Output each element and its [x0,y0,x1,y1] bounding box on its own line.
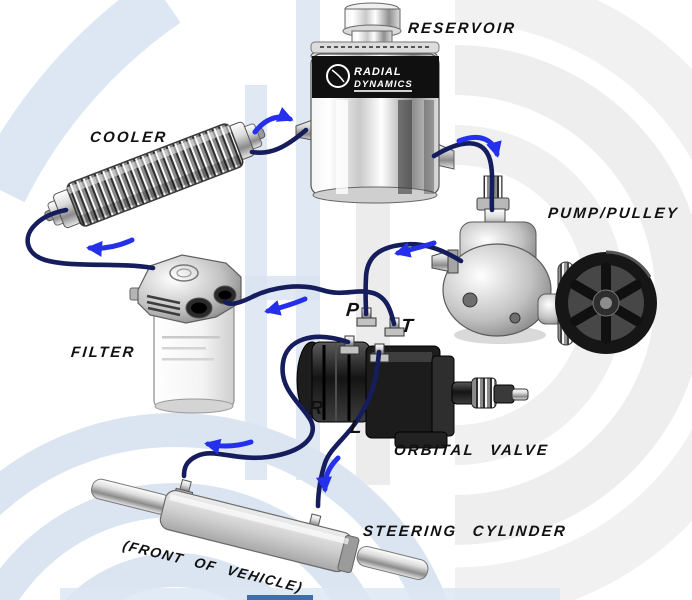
watermark-arc-gray [454,0,692,600]
hose-t-port-to-filter [222,284,397,327]
highlight [336,100,348,194]
cooler-image [44,121,266,229]
flow-arrow-to-reservoir [252,107,294,135]
reservoir-image: RADIAL DYNAMICS [295,2,455,204]
hoses [25,127,495,509]
filter-port-bore [218,290,232,300]
cylinder-right-rod [356,545,429,580]
watermark-bottom-strip [60,588,560,600]
head-rib [147,306,181,317]
bolt [462,292,478,308]
brand-logo-icon [326,64,350,88]
cylinder-collar [337,534,360,574]
watermark-bottom-accent [247,595,313,600]
canister-base [154,398,234,414]
shading [424,100,434,194]
pulley-hub-nut [600,297,612,309]
label-port-l: L [349,417,363,438]
label-filter: FILTER [70,344,137,361]
label-port-t: T [400,316,414,337]
highlight [66,125,232,195]
watermark-arc-gray [454,45,692,545]
hose-cooler-to-reservoir [249,127,309,155]
label-line [162,347,206,350]
flow-arrows [86,107,502,493]
brand-logo-swirl [331,69,345,83]
filter-image [129,254,242,414]
base [312,186,438,204]
label-orbital-valve: ORBITAL VALVE [393,442,550,459]
hose-filter-to-cooler [25,207,156,271]
cooler-fins [66,123,244,227]
highlight [169,494,350,545]
shadow [77,154,244,225]
flow-arrow-to-p-port [394,240,437,258]
valve-end-plate [431,355,455,437]
label-port-p: P [345,300,360,321]
watermark-ring-blue [65,553,285,600]
brand-line2: DYNAMICS [354,79,413,90]
brand-underline [354,90,412,92]
flow-arrow-to-pump [456,135,502,158]
valve-coupler-hex [493,384,515,404]
hose-pump-to-p-port [363,241,464,317]
label-port-r: R [308,398,324,419]
head-rib [146,294,181,305]
label-cooler: COOLER [89,129,169,146]
label-reservoir: RESERVOIR [407,20,517,37]
valve-coupler-tip [511,388,529,401]
pump-housing [442,243,552,337]
hose-reservoir-to-pump [431,141,495,213]
bolt [509,312,521,324]
flow-arrow-to-filter [264,296,308,316]
pump-pulley-image [431,175,657,354]
head-rib [146,300,181,311]
steering-cylinder-image [90,478,429,580]
label-line [162,336,220,339]
head-emblem [169,264,199,282]
shading [398,100,412,194]
label-line [162,358,214,361]
flow-arrow-to-cylinder-left [204,438,254,455]
valve-bracket [394,431,448,449]
rim-highlight [605,250,652,278]
brand-line1: RADIAL [354,66,402,78]
hose-r-port-to-cylinder-left [181,334,351,479]
highlight [372,352,432,362]
watermark-arc-topleft [0,0,181,203]
label-steering-cylinder: STEERING CYLINDER [362,523,568,540]
label-pump-pulley: PUMP/PULLEY [547,205,680,222]
flow-arrow-to-cooler [86,237,135,257]
flow-arrow-to-cylinder-right [316,455,341,493]
head-emblem-inner [176,268,192,278]
valve-shaft-ribbed [471,377,497,409]
watermark-ring-blue [0,413,448,600]
top-ring [310,41,440,54]
orbital-valve-image [296,307,529,449]
filter-port-bore [191,302,207,314]
